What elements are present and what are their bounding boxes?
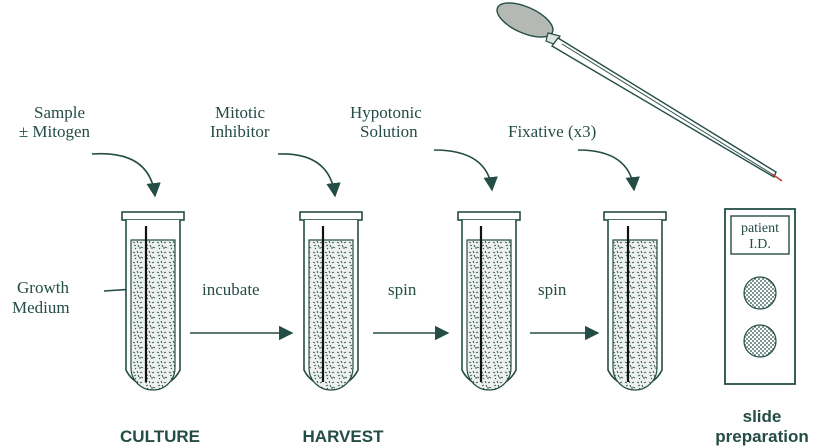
culture-label: CULTURE: [120, 427, 200, 446]
incubate-label: incubate: [202, 280, 260, 299]
cell-spot-2: [743, 324, 777, 358]
fixative-label: Fixative (x3): [508, 122, 596, 141]
test-tube-icon: [457, 211, 521, 391]
curved-arrow-icon: [91, 152, 161, 198]
harvest-label: HARVEST: [303, 427, 385, 446]
curved-arrow-icon: [277, 153, 341, 198]
hypotonic-label: Hypotonic: [350, 103, 422, 122]
cell-spot-1: [743, 276, 777, 310]
inhibitor-label: Inhibitor: [210, 122, 270, 141]
solution-label: Solution: [360, 122, 418, 141]
growth-label: Growth: [17, 278, 69, 297]
medium-label: Medium: [12, 298, 70, 317]
curved-arrow-icon: [433, 149, 498, 192]
patient-label: patient: [741, 221, 779, 236]
slide-icon: patient I.D.: [724, 208, 796, 385]
mitotic-label: Mitotic: [215, 103, 266, 122]
preparation-label: preparation: [715, 427, 809, 446]
spin-label-1: spin: [388, 280, 417, 299]
test-tube-icon: [603, 211, 667, 391]
dropper-icon: [496, 2, 783, 182]
sample-label: Sample: [34, 103, 85, 122]
spin-label-2: spin: [538, 280, 567, 299]
curved-arrow-icon: [577, 149, 640, 192]
patient-id-label: I.D.: [749, 237, 771, 252]
test-tube-icon: [121, 211, 185, 391]
slide-label: slide: [743, 407, 782, 426]
mitogen-label: ± Mitogen: [19, 122, 91, 141]
test-tube-icon: [299, 211, 363, 391]
